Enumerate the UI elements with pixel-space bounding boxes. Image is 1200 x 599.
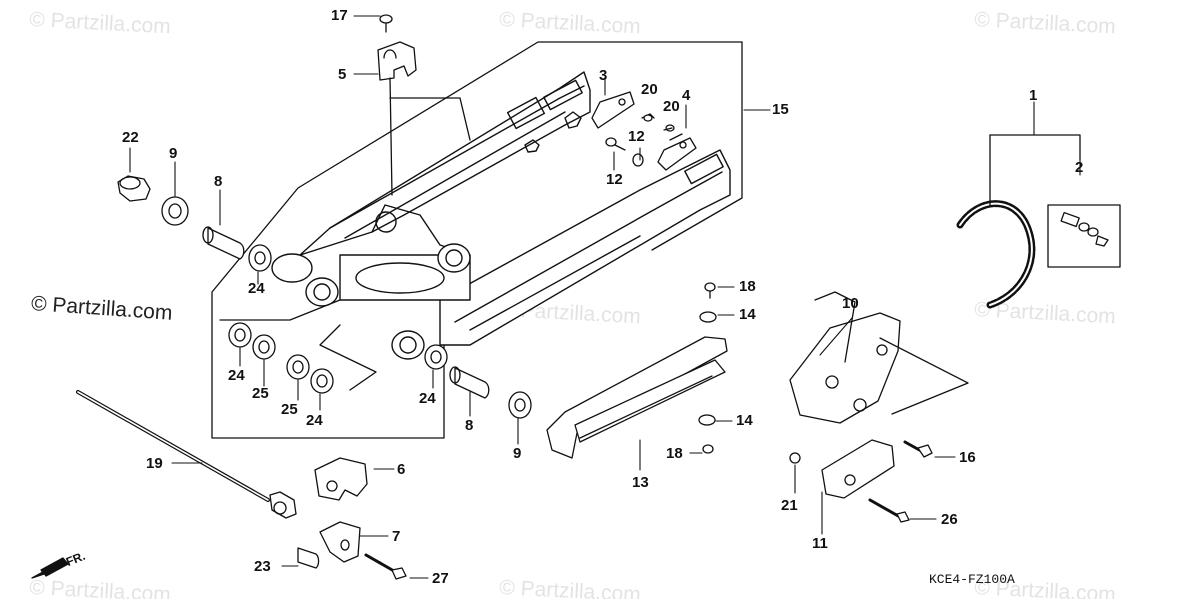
callout-12: 12 — [606, 171, 623, 188]
callout-20: 20 — [641, 81, 658, 98]
lower-clamp — [297, 521, 407, 580]
callout-24: 24 — [306, 412, 323, 429]
upper-bracket — [377, 14, 471, 196]
callout-15: 15 — [772, 101, 789, 118]
callout-2: 2 — [1075, 159, 1084, 176]
callout-1: 1 — [1029, 87, 1038, 104]
callout-18: 18 — [739, 278, 756, 295]
callout-10: 10 — [842, 295, 859, 312]
callout-20: 20 — [663, 98, 680, 115]
callout-9: 9 — [169, 145, 178, 162]
callout-4: 4 — [682, 87, 691, 104]
callout-3: 3 — [599, 67, 608, 84]
callout-23: 23 — [254, 558, 271, 575]
callout-9: 9 — [513, 445, 522, 462]
chain-guard — [789, 439, 910, 523]
callout-14: 14 — [736, 412, 753, 429]
callout-22: 22 — [122, 129, 139, 146]
callout-13: 13 — [632, 474, 649, 491]
pivot-bolt — [76, 390, 297, 519]
diagram-code: KCE4-FZ100A — [929, 572, 1015, 587]
callout-18: 18 — [666, 445, 683, 462]
callout-16: 16 — [959, 449, 976, 466]
pivot-cap — [314, 457, 368, 501]
callout-7: 7 — [392, 528, 401, 545]
callout-19: 19 — [146, 455, 163, 472]
callout-14: 14 — [739, 306, 756, 323]
callout-25: 25 — [281, 401, 298, 418]
swingarm-assembly-outline — [211, 41, 743, 439]
callout-5: 5 — [338, 66, 347, 83]
chain-guide — [789, 291, 969, 458]
pivot-hardware-right — [424, 344, 532, 419]
leader-lines — [129, 15, 1081, 579]
callout-21: 21 — [781, 497, 798, 514]
callout-17: 17 — [331, 7, 348, 24]
swingarm-body — [271, 71, 731, 360]
callout-24: 24 — [248, 280, 265, 297]
pivot-hardware-left — [117, 175, 377, 394]
callout-24: 24 — [419, 390, 436, 407]
callout-6: 6 — [397, 461, 406, 478]
callout-26: 26 — [941, 511, 958, 528]
callout-8: 8 — [465, 417, 474, 434]
callout-11: 11 — [812, 535, 828, 552]
callout-27: 27 — [432, 570, 449, 587]
chain-slider — [546, 282, 728, 459]
drive-chain — [956, 134, 1121, 309]
callout-24: 24 — [228, 367, 245, 384]
callout-25: 25 — [252, 385, 269, 402]
callout-12: 12 — [628, 128, 645, 145]
chain-adjusters — [591, 91, 697, 171]
callout-8: 8 — [214, 173, 223, 190]
front-arrow-icon — [31, 557, 69, 579]
